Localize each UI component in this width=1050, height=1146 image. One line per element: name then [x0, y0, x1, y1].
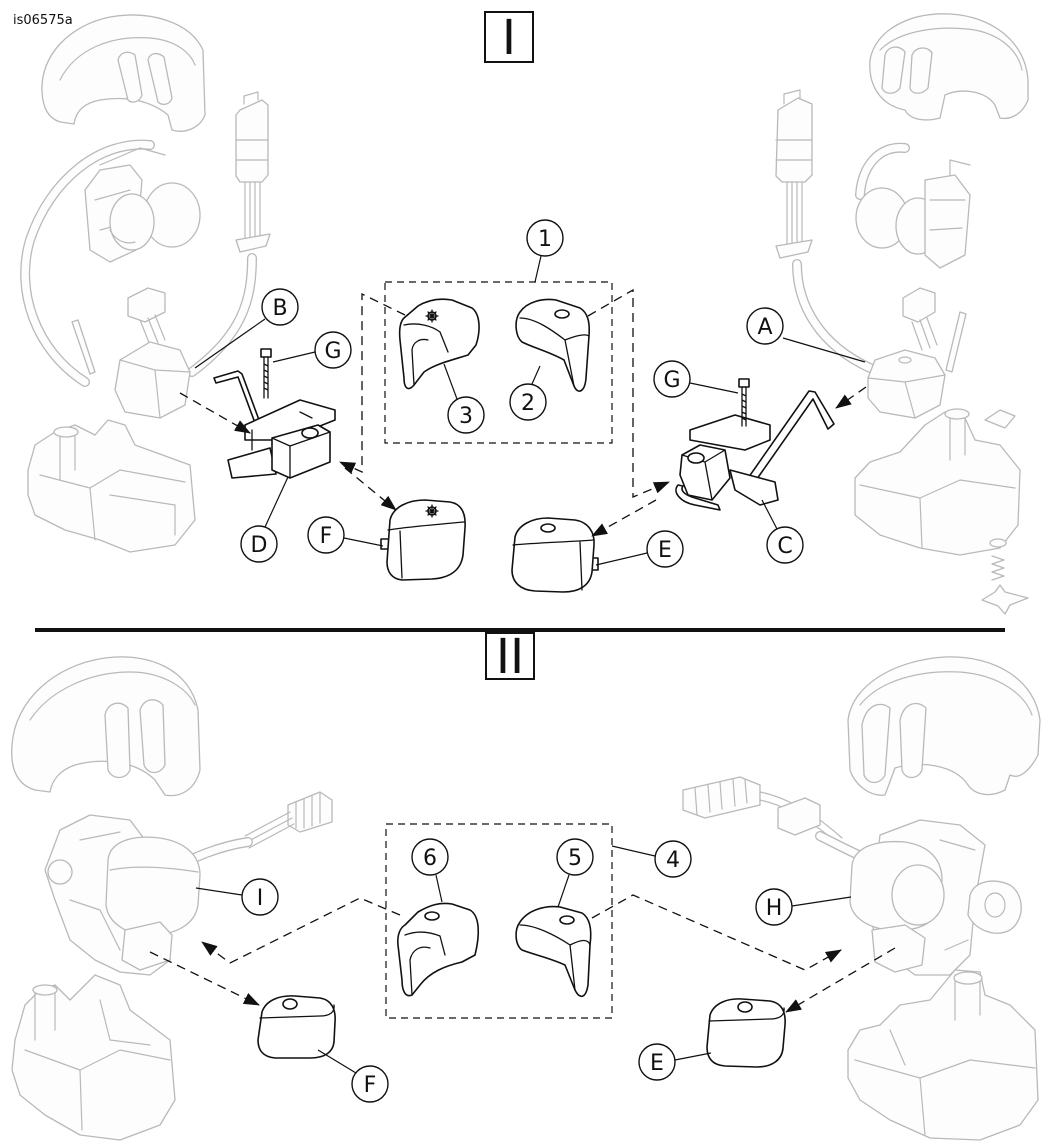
figure-id: is06575a — [13, 13, 73, 28]
section-two: II — [485, 629, 535, 685]
callout-label: 5 — [568, 846, 582, 871]
section-one: I — [484, 10, 534, 66]
callout-d: D — [240, 476, 289, 563]
ghost-left-lower-housing — [27, 419, 196, 553]
ghost-switch-assembly-i — [44, 791, 333, 976]
switch-mechanism-d — [213, 370, 336, 479]
callout-label: 3 — [459, 404, 473, 429]
callout-label: A — [757, 315, 772, 340]
callout-label: E — [658, 538, 672, 563]
kit-box-bottom — [385, 823, 613, 1019]
callout-label: 2 — [521, 391, 535, 416]
callout-a: A — [746, 307, 866, 363]
assembly-arrows-top — [179, 288, 867, 537]
ghost-left-small-connector — [71, 287, 166, 375]
callout-g-right: G — [653, 360, 739, 398]
ghost-switch-assembly-h — [682, 776, 1022, 976]
callout-label: 6 — [423, 846, 437, 871]
callout-g-left: G — [272, 331, 352, 369]
ghost-right-lower-housing-2 — [847, 969, 1039, 1141]
ghost-left-switch-assembly — [84, 147, 201, 263]
ghost-left-upper-housing-2 — [11, 656, 201, 797]
ghost-left-lower-housing-2 — [11, 974, 176, 1141]
ghost-small-hardware — [981, 538, 1029, 615]
callout-i: I — [195, 878, 279, 916]
section-frame — [485, 632, 535, 680]
assembly-arrows-bottom — [149, 894, 896, 1013]
cap-e-bottom — [706, 998, 786, 1068]
callout-6: 6 — [411, 838, 449, 903]
callout-label: D — [251, 533, 268, 558]
ghost-right-switch-assembly — [855, 159, 971, 269]
callout-1: 1 — [526, 219, 564, 283]
callout-label: G — [663, 368, 680, 393]
callout-label: E — [650, 1051, 664, 1076]
callout-e-bottom: E — [638, 1043, 712, 1081]
callout-label: I — [257, 886, 264, 911]
section-label: II — [496, 629, 524, 685]
callout-b: B — [194, 288, 299, 369]
section-frame — [484, 11, 534, 63]
callout-label: F — [364, 1073, 377, 1098]
callout-label: H — [766, 896, 783, 921]
ghost-left-upper-housing — [41, 14, 206, 132]
callout-label: 1 — [538, 227, 552, 252]
callout-e-top: E — [595, 530, 684, 568]
ghost-right-small-connector — [902, 287, 967, 373]
cap-e-top — [511, 517, 599, 593]
callout-h: H — [755, 888, 852, 926]
callout-label: 4 — [666, 848, 680, 873]
callout-label: B — [272, 296, 287, 321]
callout-label: F — [320, 524, 333, 549]
callout-4: 4 — [611, 840, 692, 878]
ghost-cap-a — [867, 349, 946, 419]
cap-5 — [515, 905, 592, 998]
screw-g-right — [738, 378, 750, 427]
cap-3 — [398, 298, 480, 390]
callout-f-bottom: F — [317, 1049, 389, 1103]
cap-f-bottom — [257, 995, 336, 1059]
callout-label: G — [324, 339, 341, 364]
callout-2: 2 — [509, 365, 547, 421]
ghost-right-upper-housing-2 — [847, 656, 1041, 796]
ghost-left-connector — [20, 91, 271, 387]
ghost-right-lower-housing — [854, 408, 1021, 556]
cap-2 — [515, 298, 591, 392]
ghost-right-upper-housing — [869, 13, 1029, 121]
cap-6 — [397, 902, 480, 997]
callout-3: 3 — [443, 363, 485, 434]
kit-box-top — [384, 281, 613, 444]
callout-c: C — [761, 499, 804, 564]
section-label: I — [502, 10, 516, 66]
cap-f-top — [380, 499, 466, 581]
screw-g-left — [260, 348, 272, 399]
callout-label: C — [777, 534, 792, 559]
ghost-cap-b — [114, 341, 191, 419]
callout-f-top: F — [307, 516, 384, 554]
callout-5: 5 — [556, 838, 594, 908]
ghost-right-connector — [775, 89, 910, 373]
switch-mechanism-c — [675, 390, 835, 511]
